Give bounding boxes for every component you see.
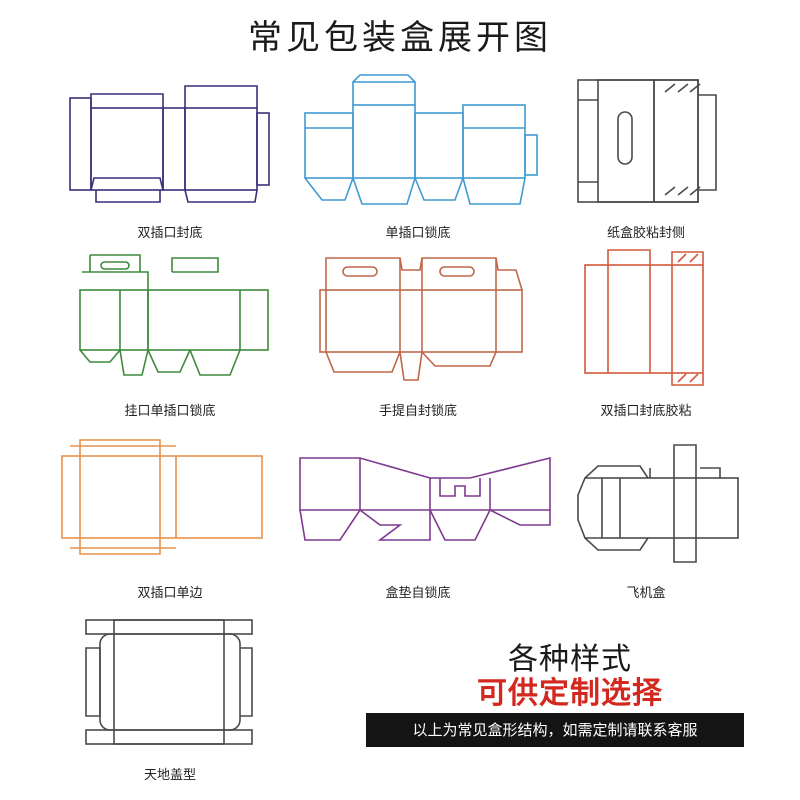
diagram-10-label: 天地盖型 (143, 768, 196, 783)
diagram-5-label: 手提自封锁底 (378, 404, 457, 419)
diagram-9-label: 飞机盒 (626, 586, 666, 601)
diagram-7-outline (61, 439, 263, 555)
diagram-6-outline (584, 249, 704, 386)
page-title: 常见包装盒展开图 (248, 18, 552, 58)
diagram-8-outline (299, 456, 551, 541)
promo-headline: 各种样式 (508, 642, 632, 677)
diagram-3-outline (577, 79, 717, 203)
diagram-1-label: 双插口封底 (137, 226, 203, 241)
diagram-9-outline (577, 444, 739, 563)
diagram-5-outline (319, 257, 523, 381)
diagram-2-label: 单插口锁底 (385, 226, 451, 241)
promo-subhead: 可供定制选择 (477, 676, 663, 711)
diagram-2-outline (304, 74, 538, 205)
note-banner: 以上为常见盒形结构，如需定制请联系客服 (366, 713, 744, 747)
diagram-6-label: 双插口封底胶粘 (600, 404, 692, 419)
diagram-3-label: 纸盒胶粘封侧 (606, 226, 685, 241)
diagram-10-outline (85, 619, 253, 745)
diagram-8-label: 盒垫自锁底 (385, 586, 451, 601)
diagram-4-outline (79, 254, 269, 376)
diagram-1-outline (69, 85, 270, 203)
diagram-4-label: 挂口单插口锁底 (124, 404, 216, 419)
diagram-7-label: 双插口单边 (137, 586, 203, 601)
note-text: 以上为常见盒形结构，如需定制请联系客服 (412, 721, 698, 739)
